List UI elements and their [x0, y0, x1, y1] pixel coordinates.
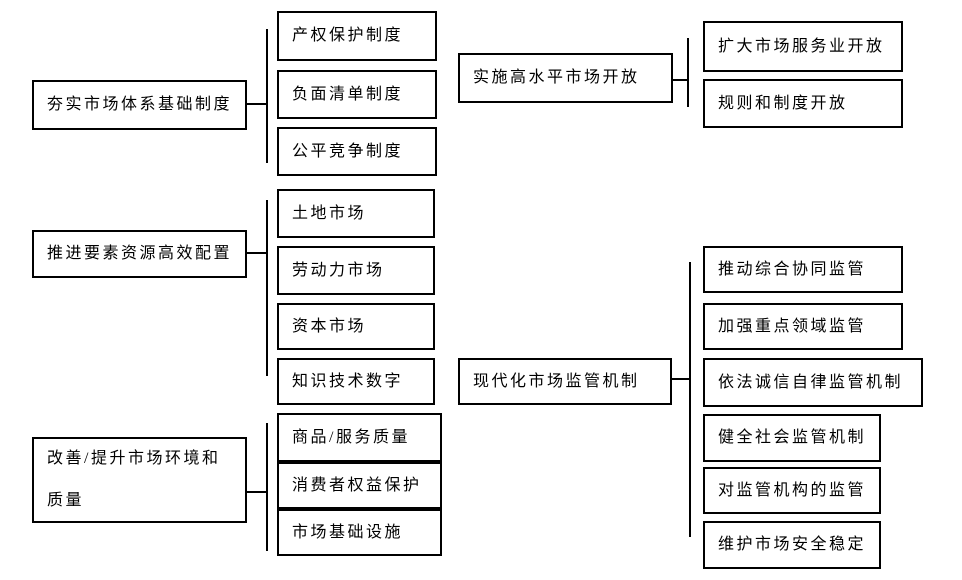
connector-stub-group3 [247, 491, 266, 493]
node-comprehensive-coordinated-regulation: 推动综合协同监管 [703, 246, 903, 293]
node-regulator-oversight: 对监管机构的监管 [703, 467, 881, 514]
node-land-market: 土地市场 [277, 189, 435, 238]
node-expand-services-opening: 扩大市场服务业开放 [703, 21, 903, 72]
node-market-environment-quality: 改善/提升市场环境和 质量 [32, 437, 247, 523]
connector-stub-group2 [247, 252, 266, 254]
node-high-level-market-opening: 实施高水平市场开放 [458, 53, 673, 103]
connector-stub-group5 [672, 378, 689, 380]
node-factor-resource-allocation: 推进要素资源高效配置 [32, 230, 247, 278]
node-law-integrity-self-regulation: 依法诚信自律监管机制 [703, 358, 923, 407]
node-fair-competition-system: 公平竞争制度 [277, 127, 437, 176]
node-negative-list-system: 负面清单制度 [277, 70, 437, 119]
connector-spine-group3 [266, 423, 268, 551]
node-market-safety-stability: 维护市场安全稳定 [703, 521, 881, 569]
node-goods-services-quality: 商品/服务质量 [277, 413, 442, 462]
node-knowledge-tech-digital: 知识技术数字 [277, 358, 435, 405]
node-key-areas-regulation: 加强重点领域监管 [703, 303, 903, 350]
node-consumer-rights-protection: 消费者权益保护 [277, 462, 442, 509]
node-market-system-foundation: 夯实市场体系基础制度 [32, 80, 247, 130]
node-modern-market-regulation: 现代化市场监管机制 [458, 358, 672, 405]
connector-spine-group5 [689, 262, 691, 537]
node-market-infrastructure: 市场基础设施 [277, 509, 442, 556]
connector-spine-group4 [687, 38, 689, 107]
node-capital-market: 资本市场 [277, 303, 435, 350]
connector-spine-group2 [266, 200, 268, 376]
connector-spine-group1 [266, 29, 268, 163]
connector-stub-group4 [673, 79, 687, 81]
node-social-regulation-mechanism: 健全社会监管机制 [703, 414, 881, 462]
node-labor-market: 劳动力市场 [277, 246, 435, 295]
connector-stub-group1 [247, 103, 266, 105]
node-property-rights-system: 产权保护制度 [277, 11, 437, 61]
node-rules-institutions-opening: 规则和制度开放 [703, 79, 903, 128]
